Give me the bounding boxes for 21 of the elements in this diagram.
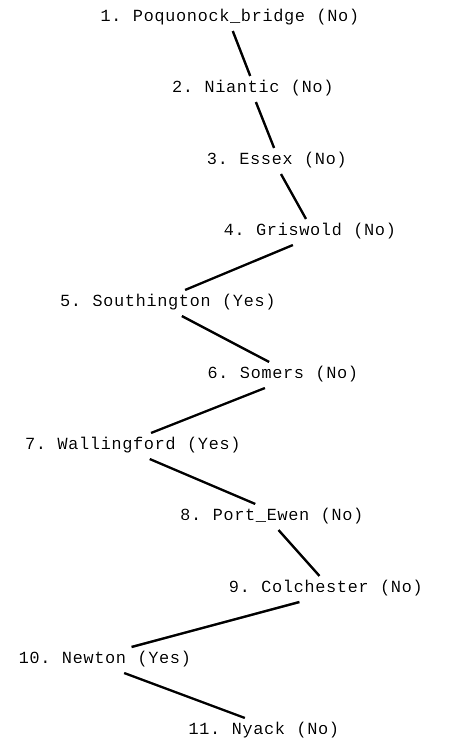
connector-line xyxy=(254,102,276,148)
node-label: 9. Colchester (No) xyxy=(226,578,426,600)
connector-line xyxy=(280,173,308,220)
node-label: 11. Nyack (No) xyxy=(186,720,342,742)
node-label: 7. Wallingford (Yes) xyxy=(22,435,244,457)
connector-line xyxy=(149,458,256,506)
node-label: 1. Poquonock_bridge (No) xyxy=(98,7,362,29)
node-label: 5. Southington (Yes) xyxy=(58,292,278,314)
node-label: 4. Griswold (No) xyxy=(222,221,398,243)
connector-line xyxy=(131,600,300,648)
connector-line xyxy=(150,386,266,434)
node-label: 10. Newton (Yes) xyxy=(16,649,194,671)
connector-line xyxy=(232,30,252,76)
node-label: 2. Niantic (No) xyxy=(170,78,336,100)
connector-line xyxy=(278,529,320,577)
connector-line xyxy=(181,314,270,364)
node-label: 3. Essex (No) xyxy=(204,150,350,172)
node-label: 8. Port_Ewen (No) xyxy=(178,506,366,528)
node-label: 6. Somers (No) xyxy=(205,364,361,386)
connector-line xyxy=(124,672,246,720)
connector-line xyxy=(184,244,294,292)
